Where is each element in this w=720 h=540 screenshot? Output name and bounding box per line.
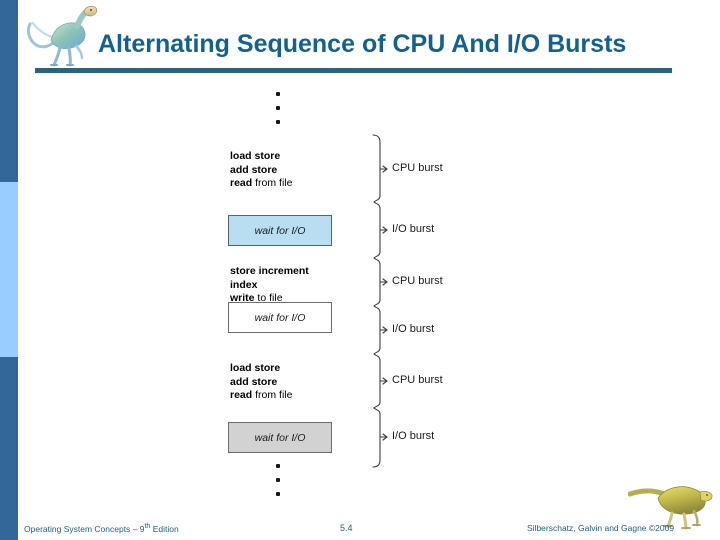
dinosaur-footer-icon [628, 486, 713, 530]
footer-edition-tail: Edition [150, 523, 179, 534]
code-line-2a-bold: store increment [230, 265, 309, 277]
code-line-3c-bold: read [230, 389, 253, 401]
page-title: Alternating Sequence of CPU And I/O Burs… [98, 30, 627, 58]
code-line-1c-bold: read [230, 177, 253, 189]
burst-label-3: CPU burst [392, 275, 443, 287]
wait-for-io-box-1: wait for I/O [228, 215, 332, 246]
dinosaur-logo-icon [26, 5, 98, 67]
title-underline [35, 68, 672, 73]
wait-for-io-box-2: wait for I/O [228, 302, 332, 333]
code-line-3a-bold: load store [230, 362, 281, 374]
wait-for-io-box-3: wait for I/O [228, 422, 332, 453]
code-line-1c-plain: from file [252, 177, 293, 189]
code-line-2b-bold: index [230, 278, 258, 291]
burst-label-1: CPU burst [392, 162, 443, 174]
code-line-2c-plain: to file [254, 292, 283, 304]
burst-label-4: I/O burst [392, 323, 435, 335]
code-block-1: load store add store read from file [230, 150, 292, 191]
code-line-1b-bold: add store [230, 163, 278, 176]
code-line-3b-bold: add store [230, 375, 278, 388]
code-block-2: store increment index write to file [230, 265, 309, 306]
footer-copyright: Silberschatz, Galvin and Gagne ©2009 [527, 523, 675, 533]
footer-course-title-text: Operating System Concepts – 9 [24, 523, 145, 534]
ellipsis-bottom [272, 464, 284, 506]
burst-label-6: I/O burst [392, 430, 435, 442]
code-line-2c-bold: write [230, 292, 255, 304]
code-line-3c-plain: from file [252, 389, 293, 401]
sidebar-band-bottom [0, 357, 18, 540]
ellipsis-top [272, 92, 284, 134]
wait-for-io-label-1: wait for I/O [254, 224, 306, 237]
sidebar-band-middle [0, 182, 18, 357]
sidebar-band-top [0, 0, 18, 182]
title-bar: Alternating Sequence of CPU And I/O Burs… [0, 0, 720, 80]
footer-course-title: Operating System Concepts – 9th Edition [24, 523, 179, 534]
burst-label-2: I/O burst [392, 223, 435, 235]
code-block-3: load store add store read from file [230, 362, 292, 403]
cpu-io-burst-diagram: load store add store read from file wait… [222, 92, 472, 502]
footer-edition-superscript: th [144, 523, 151, 530]
burst-label-5: CPU burst [392, 374, 443, 386]
slide-number: 5.4 [340, 523, 353, 533]
burst-brace [372, 134, 388, 468]
wait-for-io-label-3: wait for I/O [254, 431, 306, 444]
wait-for-io-label-2: wait for I/O [254, 311, 306, 324]
code-line-1a-bold: load store [230, 150, 281, 162]
